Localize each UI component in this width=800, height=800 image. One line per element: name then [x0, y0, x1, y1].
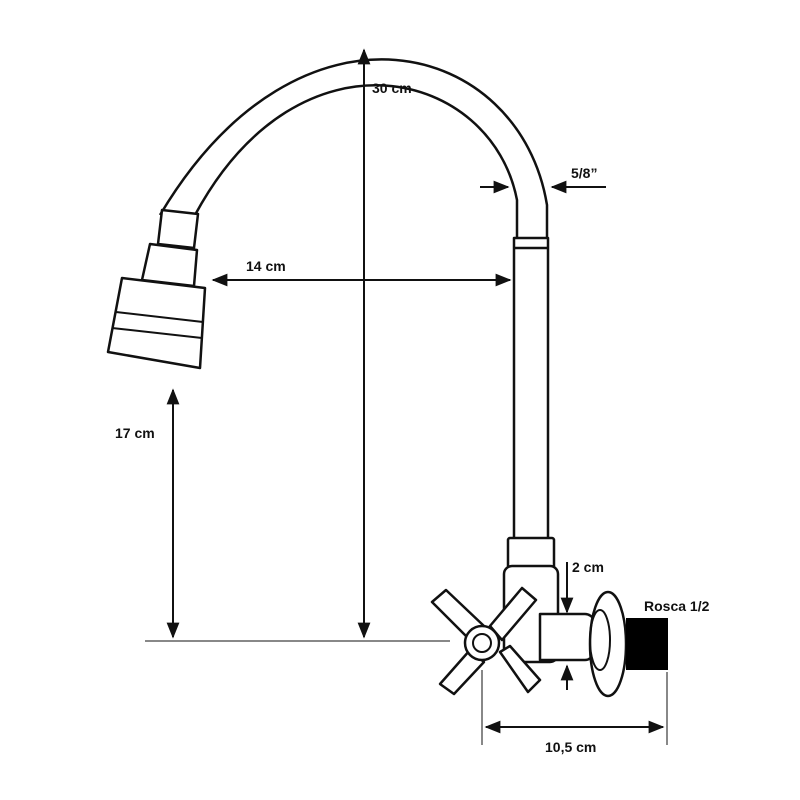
valve-collar — [506, 536, 556, 570]
reach-label: 14 cm — [246, 258, 286, 274]
faucet-body — [106, 58, 628, 698]
spray-head — [106, 208, 207, 370]
cross-handle[interactable] — [430, 586, 542, 696]
wall-flange — [588, 590, 628, 698]
handle-hub — [463, 624, 501, 662]
valve-gap-label: 2 cm — [572, 559, 604, 575]
thread-pipe — [626, 618, 668, 670]
thread-label: Rosca 1/2 — [644, 598, 710, 614]
hose-diameter-label: 5/8” — [571, 165, 597, 181]
hose-outer — [158, 58, 549, 240]
rigid-tube — [512, 236, 550, 544]
dimension-lines — [145, 48, 668, 745]
clearance-label: 17 cm — [115, 425, 155, 441]
total-height-label: 30 cm — [372, 80, 412, 96]
depth-label: 10,5 cm — [545, 739, 596, 755]
hose-inner — [193, 84, 519, 240]
